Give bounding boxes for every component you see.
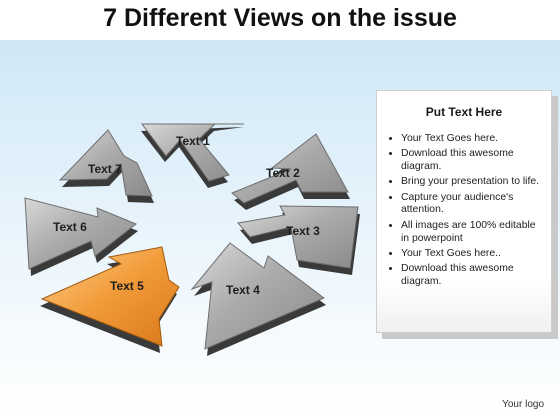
bullet-item: Bring your presentation to life. <box>401 176 543 189</box>
arrow-2-label: Text 2 <box>266 166 300 180</box>
arrow-7-label: Text 7 <box>88 162 122 176</box>
arrow-6-shape <box>24 197 137 270</box>
arrow-5[interactable]: Text 5 <box>40 246 180 353</box>
panel-bullet-list: Your Text Goes here. Download this aweso… <box>383 133 543 291</box>
arrow-3-shape <box>237 205 359 269</box>
arrow-5-label: Text 5 <box>110 279 144 293</box>
bullet-item: Download this awesome diagram. <box>401 148 543 174</box>
arrow-1[interactable]: Text 1 <box>141 123 244 188</box>
bullet-item: Your Text Goes here.. <box>401 248 543 261</box>
arrow-3[interactable]: Text 3 <box>237 205 360 275</box>
arrow-1-label: Text 1 <box>176 134 210 148</box>
arrow-4-shape <box>190 242 325 350</box>
page-title: 7 Different Views on the issue <box>103 4 457 32</box>
arrow-7[interactable]: Text 7 <box>58 129 154 203</box>
arrow-2-shape <box>231 133 349 204</box>
panel-header: Put Text Here <box>425 105 503 119</box>
arrow-4-label: Text 4 <box>226 283 260 297</box>
text-panel: Put Text Here Your Text Goes here. Downl… <box>376 90 552 333</box>
bullet-item: Capture your audience's attention. <box>401 192 543 218</box>
footer-logo: Your logo <box>502 399 544 410</box>
arrow-4[interactable]: Text 4 <box>190 242 326 356</box>
bullet-item: Your Text Goes here. <box>401 133 543 146</box>
bullet-item: Download this awesome diagram. <box>401 263 543 289</box>
bullet-item: All images are 100% editable in powerpoi… <box>401 220 543 246</box>
arrow-1-shape <box>141 123 244 182</box>
arrow-5-shape <box>40 246 180 347</box>
arrow-6-label: Text 6 <box>53 220 87 234</box>
arrow-7-shape <box>58 129 153 197</box>
arrow-2[interactable]: Text 2 <box>231 133 350 210</box>
arrow-3-label: Text 3 <box>286 224 320 238</box>
arrow-6[interactable]: Text 6 <box>24 197 138 276</box>
